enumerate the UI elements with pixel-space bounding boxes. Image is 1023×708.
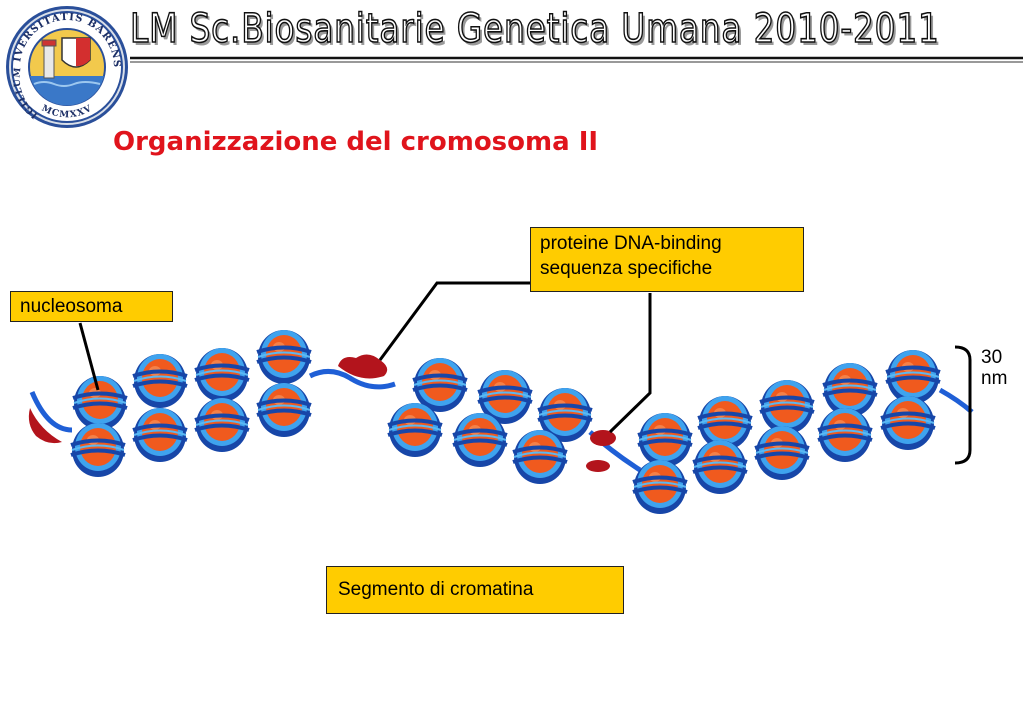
proteine-line-2: sequenza specifiche: [540, 258, 713, 279]
header-title: LM Sc.Biosanitarie Genetica Umana 2010-2…: [129, 5, 940, 53]
scale-value: 30: [981, 347, 1003, 368]
scale-unit: nm: [981, 368, 1008, 389]
scale-bracket: [954, 345, 972, 465]
chromatin-segment-1: [69, 328, 313, 479]
dna-binding-proteins-label: proteine DNA-binding sequenza specifiche: [530, 227, 804, 292]
dna-binding-protein: [28, 354, 616, 472]
nucleosoma-label: nucleosoma: [10, 291, 173, 322]
proteine-line-1: proteine DNA-binding: [540, 233, 722, 254]
slide-title: Organizzazione del cromosoma II: [113, 127, 599, 157]
chromatin-segment-2: [386, 356, 594, 486]
chromatin-segment-label: Segmento di cromatina: [326, 566, 624, 614]
scale-label: 30 nm: [981, 347, 1007, 389]
chromatin-segment-3: [631, 348, 942, 516]
leader-lines: [78, 281, 652, 434]
header-rule: [130, 56, 1023, 63]
